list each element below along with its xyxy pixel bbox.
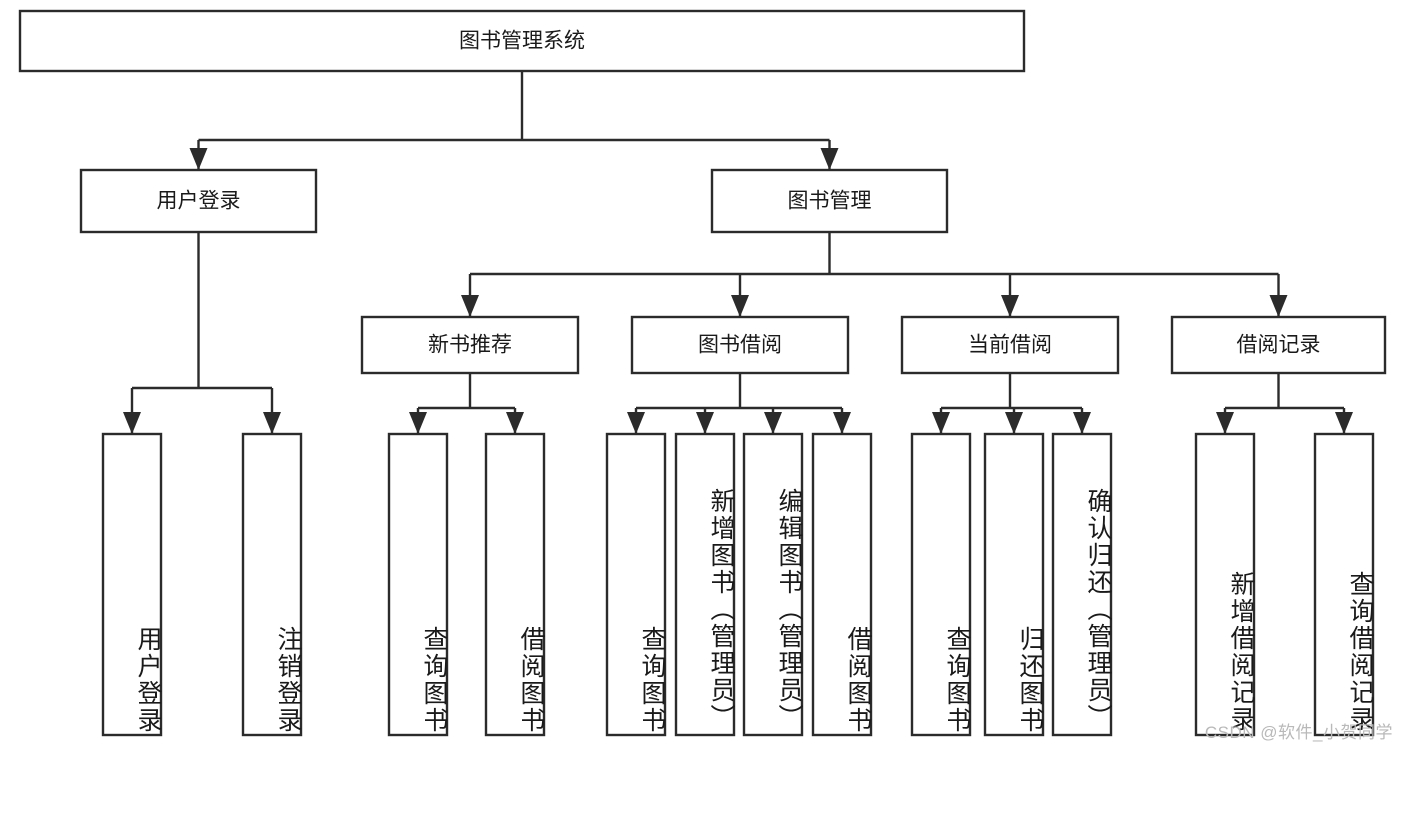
arrow-head-level2-0 — [189, 148, 208, 170]
level3-box-1[interactable] — [630, 315, 850, 375]
boxes-layer — [18, 9, 1387, 737]
leaf-box-7[interactable] — [811, 432, 873, 737]
root-label-0: 图书管理系统 — [459, 30, 585, 53]
arrow-head-level3-0 — [461, 295, 479, 317]
arrow-head-leaf-5 — [696, 412, 714, 434]
leaf-box-2[interactable] — [387, 432, 449, 737]
level3-label-0: 新书推荐 — [428, 334, 512, 357]
arrow-head-level3-2 — [1001, 295, 1019, 317]
leaf-box-3[interactable] — [484, 432, 546, 737]
arrow-head-leaf-2 — [409, 412, 427, 434]
root-box-0[interactable] — [18, 9, 1026, 73]
arrow-head-leaf-11 — [1216, 412, 1234, 434]
arrow-head-leaf-4 — [627, 412, 645, 434]
level3-box-2[interactable] — [900, 315, 1120, 375]
level3-label-2: 当前借阅 — [968, 334, 1052, 357]
arrow-head-leaf-7 — [833, 412, 851, 434]
leaf-box-6[interactable] — [742, 432, 804, 737]
level2-label-1: 图书管理 — [788, 190, 872, 213]
leaf-box-1[interactable] — [241, 432, 303, 737]
level3-box-0[interactable] — [360, 315, 580, 375]
arrow-head-leaf-9 — [1005, 412, 1023, 434]
level2-box-0[interactable] — [79, 168, 318, 234]
level3-label-3: 借阅记录 — [1237, 334, 1321, 357]
level2-label-0: 用户登录 — [157, 190, 241, 213]
arrow-head-leaf-12 — [1335, 412, 1353, 434]
arrow-head-leaf-8 — [932, 412, 950, 434]
arrow-head-leaf-1 — [263, 412, 281, 434]
leaf-box-12[interactable] — [1313, 432, 1375, 737]
csdn-watermark: CSDN @软件_小贺同学 — [1204, 723, 1393, 742]
level2-box-1[interactable] — [710, 168, 949, 234]
leaf-box-11[interactable] — [1194, 432, 1256, 737]
level3-label-1: 图书借阅 — [698, 334, 782, 357]
arrow-head-level3-3 — [1269, 295, 1288, 317]
arrow-head-level2-1 — [820, 148, 839, 170]
connectors-layer — [123, 71, 1353, 434]
leaf-box-0[interactable] — [101, 432, 163, 737]
leaf-box-8[interactable] — [910, 432, 972, 737]
arrow-head-leaf-3 — [506, 412, 524, 434]
level3-box-3[interactable] — [1170, 315, 1387, 375]
arrow-head-leaf-6 — [764, 412, 782, 434]
arrow-head-level3-1 — [731, 295, 749, 317]
leaf-box-9[interactable] — [983, 432, 1045, 737]
leaf-box-4[interactable] — [605, 432, 667, 737]
leaf-box-5[interactable] — [674, 432, 736, 737]
arrow-head-leaf-0 — [123, 412, 141, 434]
diagram-canvas: 图书管理系统用户登录图书管理新书推荐图书借阅当前借阅借阅记录 用户登录注销登录查… — [18, 9, 1393, 742]
leaf-box-10[interactable] — [1051, 432, 1113, 737]
arrow-head-leaf-10 — [1073, 412, 1091, 434]
